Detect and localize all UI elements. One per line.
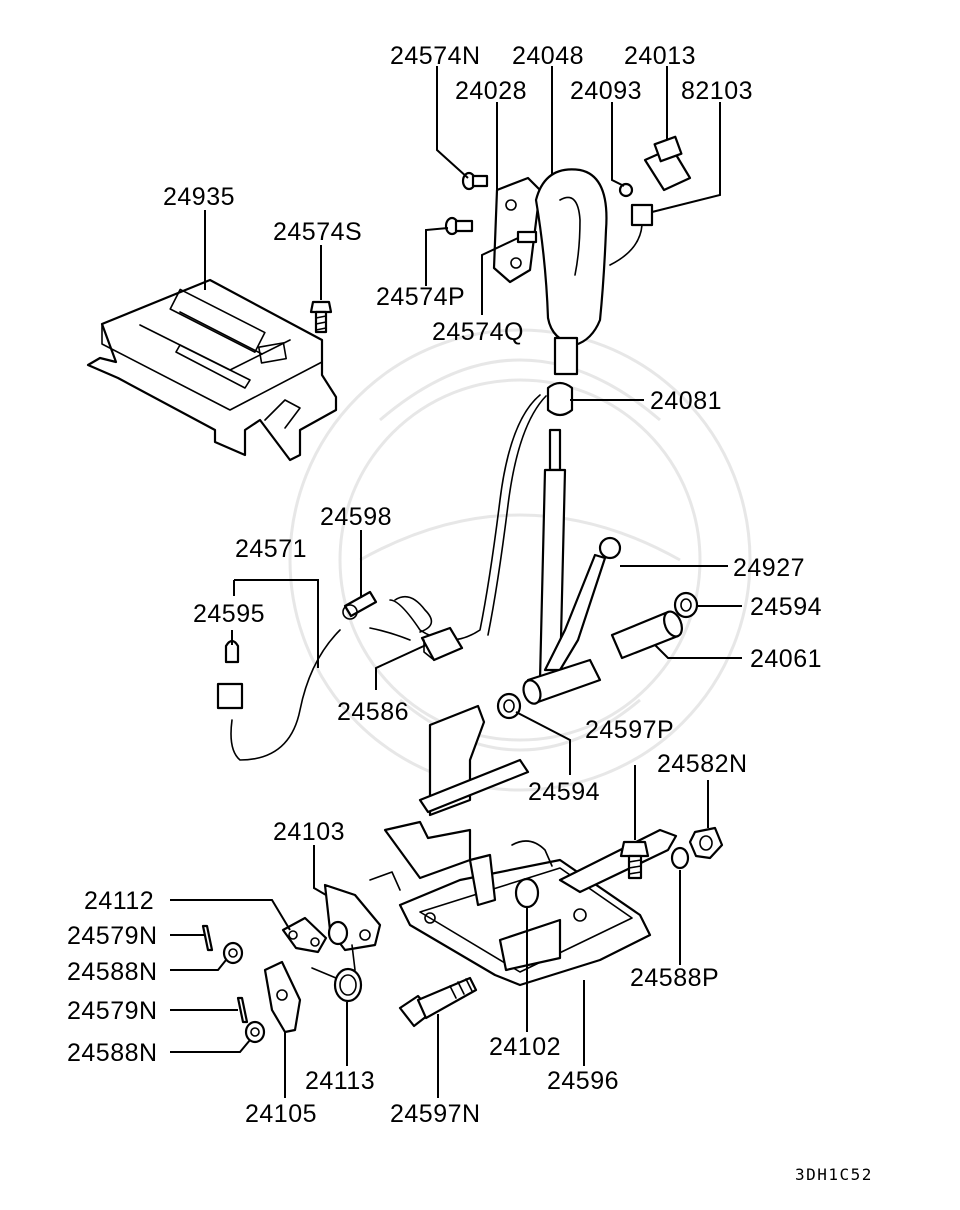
washer-24588P: [670, 846, 690, 870]
washer-24588N-lower: [244, 1020, 266, 1044]
screw-24574N: [461, 171, 489, 191]
label-24081: 24081: [650, 387, 722, 415]
washer-24093: [618, 182, 634, 198]
roller-24102: [514, 877, 540, 909]
label-24571: 24571: [235, 535, 307, 563]
label-24013: 24013: [624, 42, 696, 70]
bolt-24597P: [619, 840, 650, 880]
label-24588N-lower: 24588N: [67, 1039, 158, 1067]
label-24596: 24596: [547, 1067, 619, 1095]
label-24093: 24093: [570, 77, 642, 105]
label-24588N-upper: 24588N: [67, 958, 158, 986]
washer-24588N-upper: [222, 941, 244, 965]
plate-24103: [323, 883, 382, 952]
watermark-emblem: [288, 328, 752, 792]
leader-lines: [170, 66, 742, 1098]
label-24028: 24028: [455, 77, 527, 105]
lever-pivot: [522, 658, 602, 705]
spring-24113: [311, 944, 363, 1003]
label-82103: 82103: [681, 77, 753, 105]
bolt-24574S: [309, 300, 333, 334]
plate-24112: [281, 916, 328, 954]
bolt-24597N: [398, 976, 478, 1028]
label-24927: 24927: [733, 554, 805, 582]
cotter-pin-24579N-lower: [236, 996, 249, 1024]
shift-lever-rod: [389, 394, 567, 682]
label-24103: 24103: [273, 818, 345, 846]
label-24594-lower: 24594: [528, 778, 600, 806]
label-24588P: 24588P: [630, 964, 719, 992]
tube-24061: [610, 610, 683, 660]
label-24597P: 24597P: [585, 716, 674, 744]
label-24579N-lower: 24579N: [67, 997, 158, 1025]
cotter-pin-24579N-upper: [201, 924, 214, 952]
wire-harness-24571: [216, 595, 433, 761]
bracket-24028: [492, 176, 542, 284]
label-24112: 24112: [84, 887, 154, 915]
label-24105: 24105: [245, 1100, 317, 1128]
label-24061: 24061: [750, 645, 822, 673]
shift-knob-24048: [534, 168, 608, 376]
screw-24574P: [444, 216, 474, 236]
switch-24013: [643, 135, 692, 192]
label-24574N: 24574N: [390, 42, 481, 70]
label-24574P: 24574P: [376, 283, 465, 311]
bushing-24594-lower: [496, 692, 522, 720]
label-24579N-upper: 24579N: [67, 922, 158, 950]
label-24935: 24935: [163, 183, 235, 211]
label-24598: 24598: [320, 503, 392, 531]
label-24595: 24595: [193, 600, 265, 628]
label-24574Q: 24574Q: [432, 318, 524, 346]
label-24597N: 24597N: [390, 1100, 481, 1128]
connector-24586: [420, 626, 464, 662]
lever-24927: [543, 536, 622, 672]
label-24574S: 24574S: [273, 218, 362, 246]
label-24113: 24113: [305, 1067, 375, 1095]
indicator-panel-24935: [86, 278, 338, 462]
label-24102: 24102: [489, 1033, 561, 1061]
connector-82103: [609, 203, 654, 266]
part-labels: 24574N 24048 24013 24028 24093 82103 249…: [67, 42, 873, 1184]
bushing-24081: [546, 381, 574, 417]
label-24586: 24586: [337, 698, 409, 726]
bushing-24594-upper: [673, 591, 699, 619]
label-24048: 24048: [512, 42, 584, 70]
base-bracket-24596: [369, 704, 678, 987]
nut-24582N: [688, 826, 724, 860]
label-24582N: 24582N: [657, 750, 748, 778]
lever-24105: [263, 960, 302, 1034]
label-24594-upper: 24594: [750, 593, 822, 621]
diagram-code: 3DH1C52: [795, 1165, 873, 1184]
grommet-24595: [224, 639, 240, 664]
